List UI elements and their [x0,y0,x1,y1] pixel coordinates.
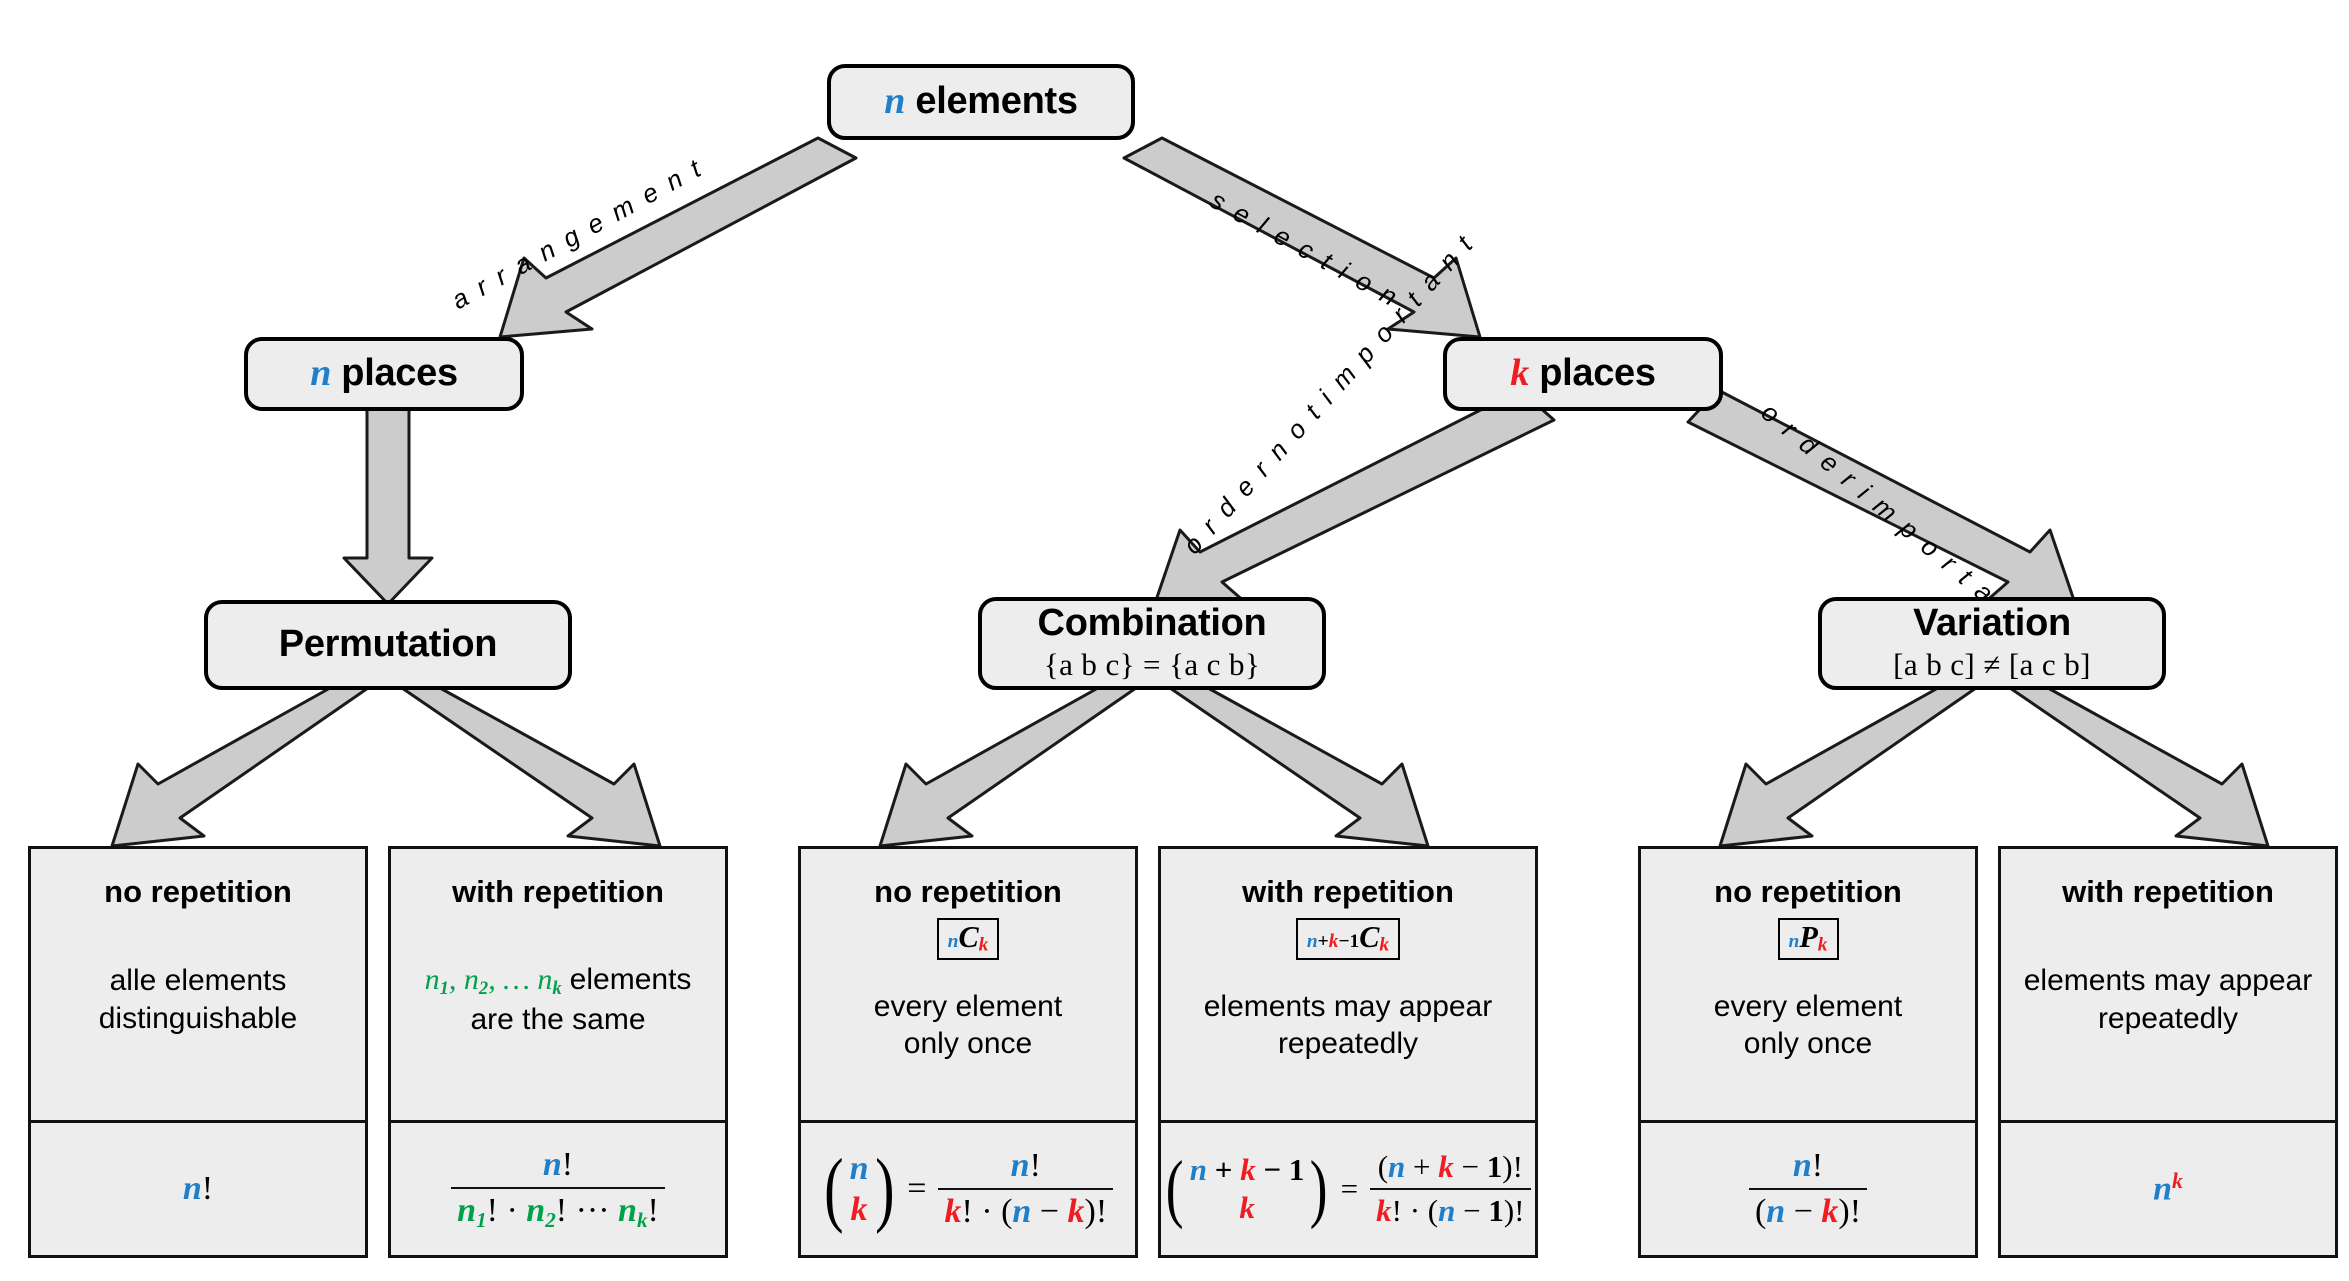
notation-badge-nPk: nPk [1777,918,1839,961]
notation-badge-nk1Ck: n+k−1Ck [1295,918,1401,961]
node-n-places[interactable]: n places [244,337,524,411]
leaf-heading: with repetition [452,874,664,909]
leaf-variation-no-repetition[interactable]: no repetition nPk every element only onc… [1638,846,1978,1258]
node-variation[interactable]: Variation [a b c] ≠ [a c b] [1818,597,2166,690]
leaf-description: elements may appear repeatedly [1161,988,1535,1093]
leaf-formula: nk [2001,1120,2335,1255]
arrow-perm-left [110,686,370,848]
edge-label-selection: s e l e c t i o n [1205,184,1405,314]
node-n-places-label: places [341,352,458,395]
leaf-formula: n! n1! · n2! ··· nk! [391,1120,725,1255]
leaf-permutation-no-repetition[interactable]: no repetition alle elements distinguisha… [28,846,368,1258]
node-root-title: n elements [884,80,1078,123]
node-n-places-title: n places [310,352,458,395]
leaf-description: elements may appear repeatedly [2001,962,2335,1067]
node-combination-title: Combination [1037,601,1267,644]
node-combination[interactable]: Combination {a b c} = {a c b} [978,597,1326,690]
arrow-comb-left [878,686,1138,848]
node-variation-example: [a b c] ≠ [a c b] [1893,647,2091,683]
node-variation-title: Variation [1913,601,2071,644]
desc-line-2: distinguishable [98,1001,298,1035]
desc-line-2: only once [1743,1027,1873,1060]
leaf-top: no repetition alle elements distinguisha… [31,849,365,1120]
desc-line-1: every element [1713,989,1903,1023]
leaf-top: with repetition n+k−1Ck elements may app… [1161,849,1535,1120]
leaf-top: no repetition nCk every element only onc… [801,849,1135,1120]
leaf-top: with repetition elements may appear repe… [2001,849,2335,1120]
leaf-heading: with repetition [1242,874,1454,909]
desc-line-2: repeatedly [2097,1001,2239,1035]
leaf-variation-with-repetition[interactable]: with repetition elements may appear repe… [1998,846,2338,1258]
arrow-comb-right [1168,686,1430,848]
arrow-perm-right [400,686,662,848]
node-k-places-label: places [1539,352,1656,395]
leaf-formula: n! [31,1120,365,1255]
node-permutation-title: Permutation [278,623,498,666]
leaf-heading: no repetition [1714,874,1902,909]
desc-line-2: only once [903,1027,1033,1060]
leaf-top: no repetition nPk every element only onc… [1641,849,1975,1120]
leaf-heading: with repetition [2062,874,2274,909]
leaf-description: every element only once [801,988,1135,1093]
node-root-label: elements [915,80,1078,123]
edge-label-arrangement: a r r a n g e m e n t [446,151,709,316]
desc-line-1: elements may appear [2023,964,2313,998]
var-n: n [310,352,332,395]
leaf-heading: no repetition [104,874,292,909]
leaf-formula: n! (n − k)! [1641,1120,1975,1255]
leaf-description: every element only once [1641,988,1975,1093]
arrow-places-to-permutation [342,380,434,606]
leaf-combination-with-repetition[interactable]: with repetition n+k−1Ck elements may app… [1158,846,1538,1258]
node-permutation[interactable]: Permutation [204,600,572,690]
leaf-heading: no repetition [874,874,1062,909]
var-k: k [1510,352,1529,395]
arrow-var-right [2008,686,2270,848]
desc-line-2: are the same [470,1002,646,1036]
node-k-places[interactable]: k places [1443,337,1723,411]
var-n: n [884,80,906,123]
desc-line-1: elements may appear [1203,989,1493,1023]
notation-badge-nCk: nCk [936,918,1000,961]
desc-groups: n1, n2, … nk [424,963,562,1000]
node-root-n-elements[interactable]: n elements [827,64,1135,140]
leaf-combination-no-repetition[interactable]: no repetition nCk every element only onc… [798,846,1138,1258]
arrow-var-left [1718,686,1978,848]
leaf-description: alle elements distinguishable [31,962,365,1067]
node-combination-example: {a b c} = {a c b} [1043,647,1261,683]
desc-line-1: alle elements [109,964,287,998]
desc-line-2: repeatedly [1277,1027,1419,1060]
node-k-places-title: k places [1510,352,1656,395]
desc-line-1: elements [569,963,692,997]
desc-line-1: every element [873,989,1063,1023]
